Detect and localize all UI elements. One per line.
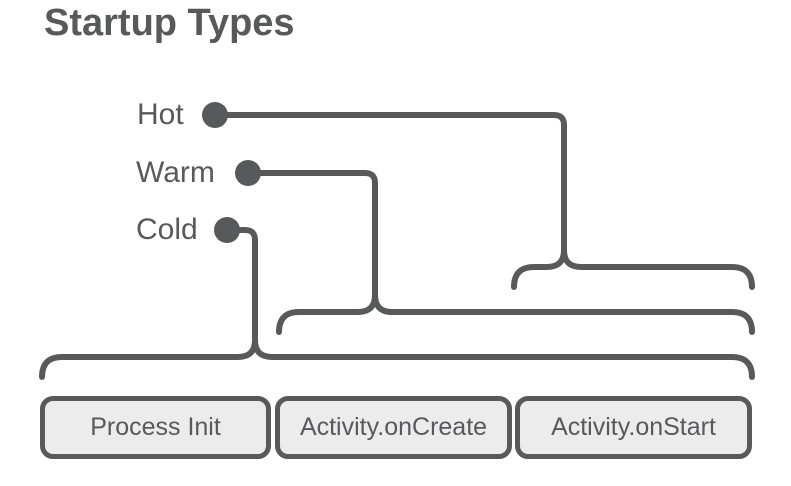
startup-type-label-hot: Hot [137, 98, 184, 131]
stage-box-activity-onstart: Activity.onStart [515, 396, 752, 459]
stage-box-activity-oncreate: Activity.onCreate [275, 396, 512, 459]
warm-connector-line [245, 170, 378, 298]
stage-box-label: Process Init [90, 413, 221, 441]
stage-box-label: Activity.onCreate [299, 413, 488, 441]
startup-type-label-warm: Warm [136, 156, 215, 189]
cold-brace [39, 337, 755, 380]
startup-type-label-cold: Cold [136, 213, 198, 246]
stage-box-label: Activity.onStart [551, 413, 716, 441]
hot-brace [511, 247, 755, 290]
page-title: Startup Types [44, 2, 295, 44]
warm-brace [276, 292, 755, 335]
hot-connector-line [212, 112, 567, 253]
cold-connector-line [224, 227, 258, 343]
stage-box-process-init: Process Init [40, 396, 271, 459]
